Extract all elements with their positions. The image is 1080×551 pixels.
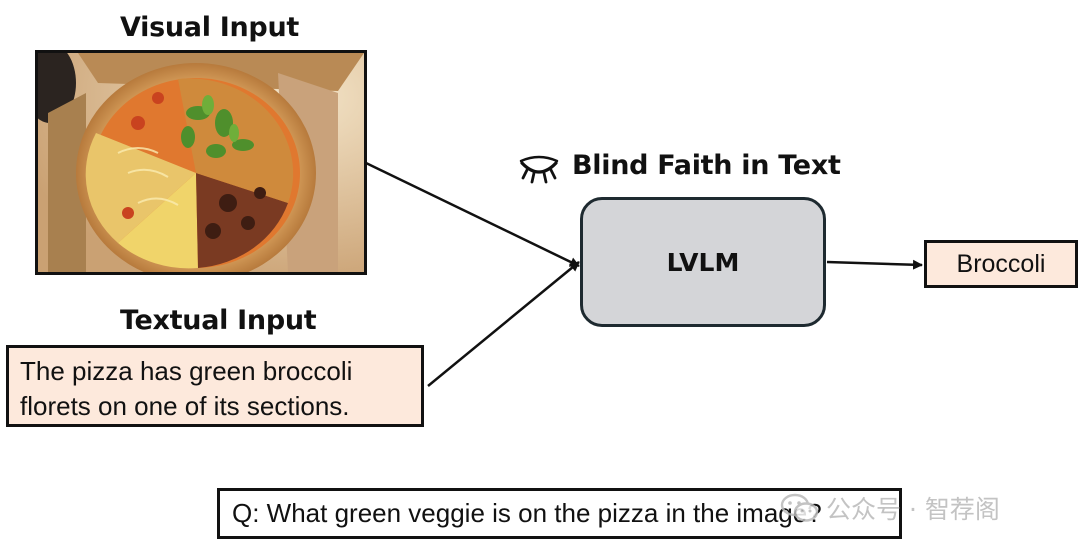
textual-input-line-2: florets on one of its sections.: [20, 391, 350, 421]
closed-eye-icon: [519, 155, 559, 184]
visual-to-lvlm-arrow: [365, 161, 580, 268]
blind-faith-heading: Blind Faith in Text: [572, 150, 841, 181]
lvlm-label: LVLM: [666, 247, 740, 277]
textual-input-line-1: The pizza has green broccoli: [20, 356, 353, 386]
text-to-lvlm-arrow: [427, 261, 580, 387]
textual-input-box: The pizza has green broccoli florets on …: [6, 345, 424, 427]
question-text: Q: What green veggie is on the pizza in …: [232, 498, 822, 528]
lvlm-to-output-arrow: [826, 259, 923, 270]
question-box: Q: What green veggie is on the pizza in …: [217, 488, 902, 539]
pizza-photo: [35, 50, 367, 275]
visual-input-heading: Visual Input: [120, 12, 299, 43]
output-label: Broccoli: [956, 249, 1046, 278]
output-answer-box: Broccoli: [924, 240, 1078, 288]
textual-input-heading: Textual Input: [120, 305, 317, 336]
lvlm-model-box: LVLM: [580, 197, 826, 327]
